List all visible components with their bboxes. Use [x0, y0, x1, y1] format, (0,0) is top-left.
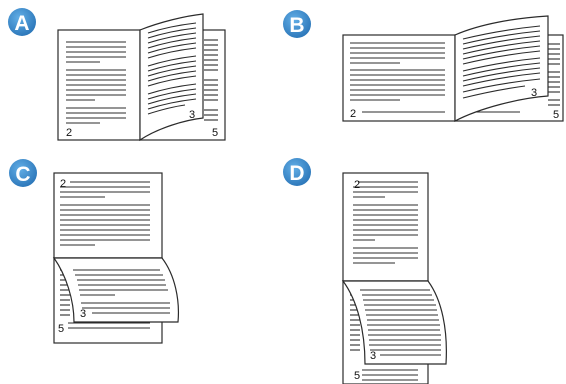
panel-d: D 2 5 [283, 158, 447, 384]
back-page-c-lines [60, 269, 150, 329]
back-page-b-lines [470, 43, 560, 113]
page-number-mid-c: 3 [80, 308, 86, 320]
panel-a: A 5 2 [8, 8, 226, 142]
badge-d-label: D [289, 162, 304, 185]
panel-b: B 5 2 [283, 10, 564, 122]
badge-a: A [8, 8, 36, 36]
back-page-a-lines [204, 39, 218, 121]
curled-page-b-lines [462, 25, 541, 99]
page-number-mid-a: 3 [189, 109, 195, 121]
curled-page-c-lines [73, 269, 170, 314]
curled-page-d [341, 280, 447, 365]
page-number-mid-b: 3 [531, 87, 537, 99]
badge-d: D [283, 158, 311, 186]
page-number-back-b: 5 [553, 109, 559, 121]
page-number-top-c: 2 [60, 178, 66, 190]
left-page-b-lines [350, 42, 445, 113]
curled-page-a-lines [147, 22, 197, 115]
page-number-back-c: 5 [58, 323, 64, 335]
page-number-back-a: 5 [212, 127, 218, 139]
panel-c: C 2 5 [9, 159, 180, 344]
badge-c-label: C [15, 163, 30, 186]
page-number-left-b: 2 [350, 108, 356, 120]
page-number-mid-d: 3 [370, 350, 376, 362]
badge-a-label: A [14, 12, 29, 35]
badge-c: C [9, 159, 37, 187]
page-number-left-a: 2 [66, 127, 72, 139]
left-page-a-lines [66, 41, 126, 124]
left-page-b [342, 34, 456, 122]
page-number-top-d: 2 [354, 179, 360, 191]
top-page-d-lines [353, 181, 418, 264]
curled-page-d-lines [360, 289, 441, 356]
badge-b: B [283, 10, 311, 38]
top-page-c-lines [60, 181, 150, 246]
page-number-back-d: 5 [354, 370, 360, 382]
badge-b-label: B [289, 14, 304, 37]
